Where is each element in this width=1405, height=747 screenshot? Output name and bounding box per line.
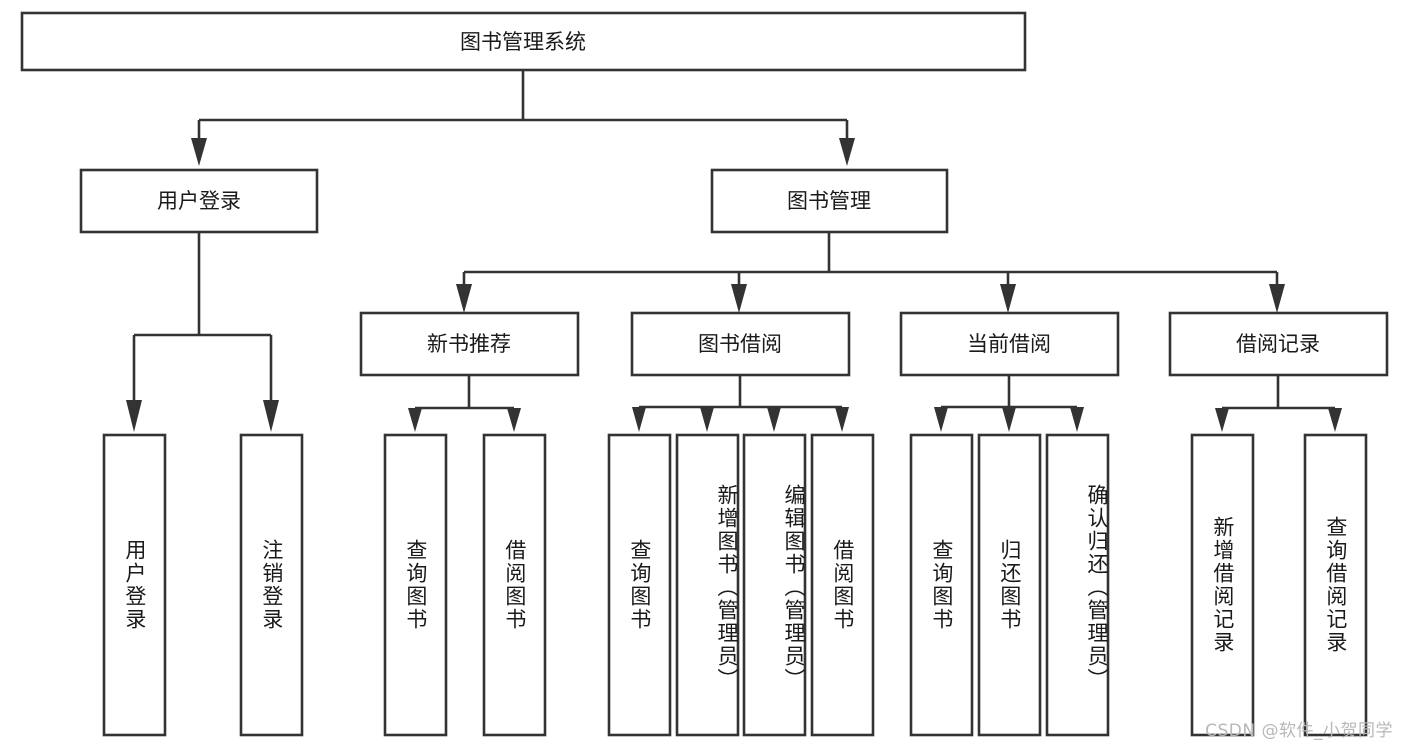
leaf-box-query-book-2[interactable]	[607, 433, 672, 737]
leaf-box-add-book[interactable]	[675, 433, 740, 737]
node-book-borrow[interactable]: 图书借阅	[630, 311, 851, 377]
arrow-head-icon	[839, 138, 855, 166]
arrow-head-icon	[263, 400, 279, 432]
arrow-head-icon	[1000, 284, 1016, 313]
arrow-head-icon	[1269, 284, 1285, 313]
arrow-head-icon	[632, 407, 646, 432]
connector-new-book-recommend-to-leaves	[408, 375, 521, 432]
node-new-book-recommend-box[interactable]	[359, 311, 580, 377]
node-user-login-box[interactable]	[79, 168, 319, 234]
arrow-head-icon	[767, 407, 781, 432]
node-book-management-label: 图书管理	[787, 189, 871, 213]
node-current-borrow-label: 当前借阅	[967, 332, 1051, 356]
node-borrow-records-label: 借阅记录	[1236, 332, 1320, 356]
arrow-head-icon	[1070, 407, 1084, 432]
leaf-box-query-book-3[interactable]	[909, 433, 974, 737]
arrow-head-icon	[507, 408, 521, 432]
arrow-head-icon	[835, 407, 849, 432]
arrow-head-icon	[1328, 408, 1342, 432]
node-root-label: 图书管理系统	[460, 30, 586, 54]
connector-book-management-to-level3	[456, 232, 1285, 313]
node-user-login-label: 用户登录	[157, 189, 241, 213]
arrow-head-icon	[1002, 407, 1016, 432]
node-new-book-recommend[interactable]: 新书推荐	[359, 311, 580, 377]
node-book-borrow-label: 图书借阅	[698, 332, 782, 356]
arrow-head-icon	[408, 408, 422, 432]
leaf-box-query-record[interactable]	[1303, 433, 1368, 737]
arrow-head-icon	[456, 284, 472, 313]
node-root-box[interactable]	[20, 11, 1027, 72]
watermark-text: CSDN @软件_小贺同学	[1205, 721, 1393, 741]
node-new-book-recommend-label: 新书推荐	[427, 332, 511, 356]
connector-user-login-to-leaves	[126, 232, 279, 432]
arrow-head-icon	[731, 284, 747, 313]
leaf-box-user-logout[interactable]	[239, 433, 304, 737]
arrow-head-icon	[934, 407, 948, 432]
leaf-box-query-book-1[interactable]	[383, 433, 448, 737]
node-book-management[interactable]: 图书管理	[710, 168, 949, 234]
connector-borrow-records-to-leaves	[1215, 375, 1342, 432]
connector-current-borrow-to-leaves	[934, 375, 1084, 432]
node-root[interactable]: 图书管理系统	[20, 11, 1027, 72]
leaf-box-edit-book[interactable]	[742, 433, 807, 737]
arrow-head-icon	[1215, 408, 1229, 432]
node-user-login[interactable]: 用户登录	[79, 168, 319, 234]
arrow-head-icon	[126, 400, 142, 432]
arrow-head-icon	[191, 138, 207, 166]
node-current-borrow-box[interactable]	[899, 311, 1120, 377]
arrow-head-icon	[700, 407, 714, 432]
leaf-box-borrow-book-2[interactable]	[810, 433, 875, 737]
node-borrow-records[interactable]: 借阅记录	[1168, 311, 1389, 377]
connector-root-to-level2	[191, 70, 855, 166]
connector-book-borrow-to-leaves	[632, 375, 849, 432]
leaf-box-return-book[interactable]	[977, 433, 1042, 737]
leaf-box-confirm-return[interactable]	[1045, 433, 1110, 737]
node-current-borrow[interactable]: 当前借阅	[899, 311, 1120, 377]
leaf-box-add-record[interactable]	[1190, 433, 1255, 737]
leaf-box-borrow-book-1[interactable]	[482, 433, 547, 737]
leaf-box-user-login[interactable]	[102, 433, 167, 737]
